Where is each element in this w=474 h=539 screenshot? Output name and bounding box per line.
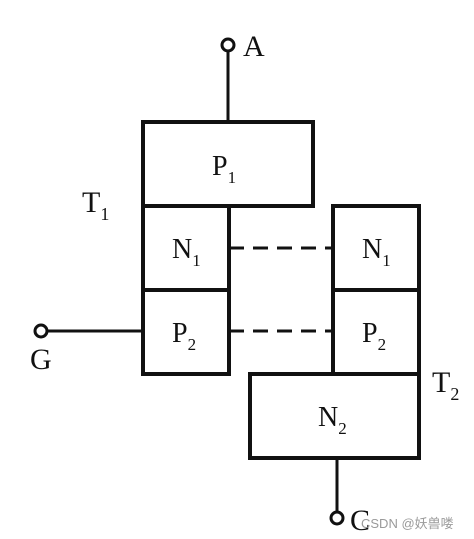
n2-layer <box>248 372 421 460</box>
t2-p2-label: P2 <box>362 318 386 354</box>
gate-terminal: G <box>30 323 143 376</box>
gate-terminal-circle <box>33 323 49 339</box>
n2-label: N2 <box>318 402 347 438</box>
anode-terminal-circle <box>220 37 236 53</box>
p1-label: P1 <box>212 151 236 187</box>
cathode-terminal-circle <box>329 510 345 526</box>
p1-layer <box>141 120 315 208</box>
t1-p2-label: P2 <box>172 318 196 354</box>
anode-label: A <box>243 30 265 63</box>
t1-n1-label: N1 <box>172 234 201 270</box>
t2-n1-label: N1 <box>362 234 391 270</box>
watermark: CSDN @妖兽喽 <box>361 516 454 531</box>
cathode-terminal: C <box>329 458 370 537</box>
t2-label: T2 <box>432 366 459 404</box>
anode-terminal: A <box>220 30 265 122</box>
gate-label: G <box>30 343 52 376</box>
cathode-label: C <box>350 504 370 537</box>
t1-label: T1 <box>82 186 109 224</box>
